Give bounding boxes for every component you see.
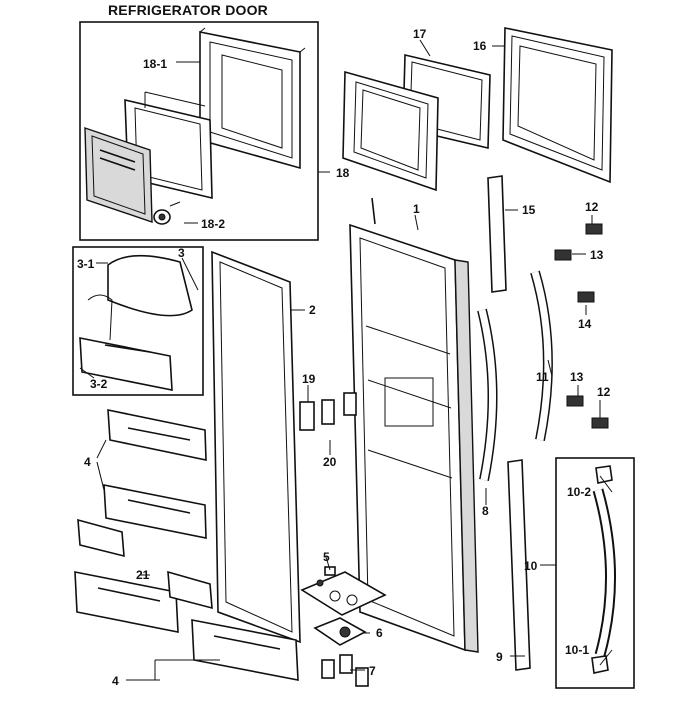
part-5-hole-2 xyxy=(346,594,358,606)
part-19-bracket xyxy=(299,401,315,431)
part-screws-upper xyxy=(554,223,603,303)
label-18-1: 18-1 xyxy=(143,57,167,71)
leader-lines xyxy=(79,39,613,681)
label-9: 9 xyxy=(496,650,503,664)
part-4-bin-upper-1 xyxy=(107,409,207,461)
label-12-lower: 12 xyxy=(597,385,611,399)
part-4-bin-lower-2 xyxy=(191,619,299,681)
part-10-2-cap xyxy=(595,465,613,484)
part-15-hinge-cover xyxy=(487,175,507,293)
label-16: 16 xyxy=(473,39,487,53)
part-5-hole-3 xyxy=(316,579,324,587)
part-8-handle-inner xyxy=(478,309,496,481)
part-20-plate-a xyxy=(321,399,335,425)
label-10: 10 xyxy=(524,559,538,573)
label-1: 1 xyxy=(413,202,420,216)
label-10-2: 10-2 xyxy=(567,485,591,499)
part-3-1-lid xyxy=(107,254,193,317)
group-box-18 xyxy=(79,21,319,241)
part-1-door-body xyxy=(349,197,479,653)
group-box-3 xyxy=(72,246,204,396)
part-14-screw xyxy=(577,291,595,303)
label-21: 21 xyxy=(136,568,150,582)
label-19: 19 xyxy=(302,372,316,386)
label-2: 2 xyxy=(309,303,316,317)
label-14: 14 xyxy=(578,317,592,331)
part-18-front-panel xyxy=(84,127,153,223)
part-18-1-cover-panel xyxy=(199,27,306,170)
label-15: 15 xyxy=(522,203,536,217)
part-12-screw-upper xyxy=(585,223,603,235)
part-16-liner-frame xyxy=(502,27,613,184)
label-7: 7 xyxy=(369,664,376,678)
label-4-lower: 4 xyxy=(112,674,119,688)
group-box-10 xyxy=(555,457,635,689)
label-20: 20 xyxy=(323,455,337,469)
label-13-upper: 13 xyxy=(590,248,604,262)
label-12-upper: 12 xyxy=(585,200,599,214)
label-4-upper: 4 xyxy=(84,455,91,469)
label-11: 11 xyxy=(536,370,549,384)
part-4-bin-upper-2 xyxy=(103,484,207,539)
part-10-handle-inner xyxy=(594,489,614,656)
part-13-screw-upper xyxy=(554,249,572,261)
label-6: 6 xyxy=(376,626,383,640)
label-17: 17 xyxy=(413,27,427,41)
label-5: 5 xyxy=(323,550,330,564)
part-18-dispenser-frame xyxy=(342,70,439,192)
part-6-hole xyxy=(339,626,351,638)
part-12-screw-lower xyxy=(591,417,609,429)
part-5-hole-1 xyxy=(329,590,341,602)
part-4-bin-lower-1 xyxy=(74,571,179,633)
part-2-door-gasket xyxy=(211,250,301,644)
label-13-lower: 13 xyxy=(570,370,584,384)
part-18-2-knob xyxy=(153,201,181,225)
diagram-title: REFRIGERATOR DOOR xyxy=(108,2,268,18)
label-18: 18 xyxy=(336,166,350,180)
part-20-plate-b xyxy=(343,392,357,416)
label-18-2: 18-2 xyxy=(201,217,225,231)
label-8: 8 xyxy=(482,504,489,518)
part-7-screws xyxy=(321,654,369,687)
part-screws-lower xyxy=(566,395,609,429)
label-3: 3 xyxy=(178,246,185,260)
part-13-screw-lower xyxy=(566,395,584,407)
part-21-guard-left xyxy=(77,518,125,558)
part-11-handle-inner xyxy=(531,271,552,441)
part-3-2-shelf xyxy=(79,294,173,391)
label-3-1: 3-1 xyxy=(77,257,95,271)
part-9-trim-strip xyxy=(507,459,531,671)
part-5-boss xyxy=(324,566,336,576)
label-3-2: 3-2 xyxy=(90,377,108,391)
label-10-1: 10-1 xyxy=(565,643,589,657)
part-21-guard-right xyxy=(167,570,213,610)
